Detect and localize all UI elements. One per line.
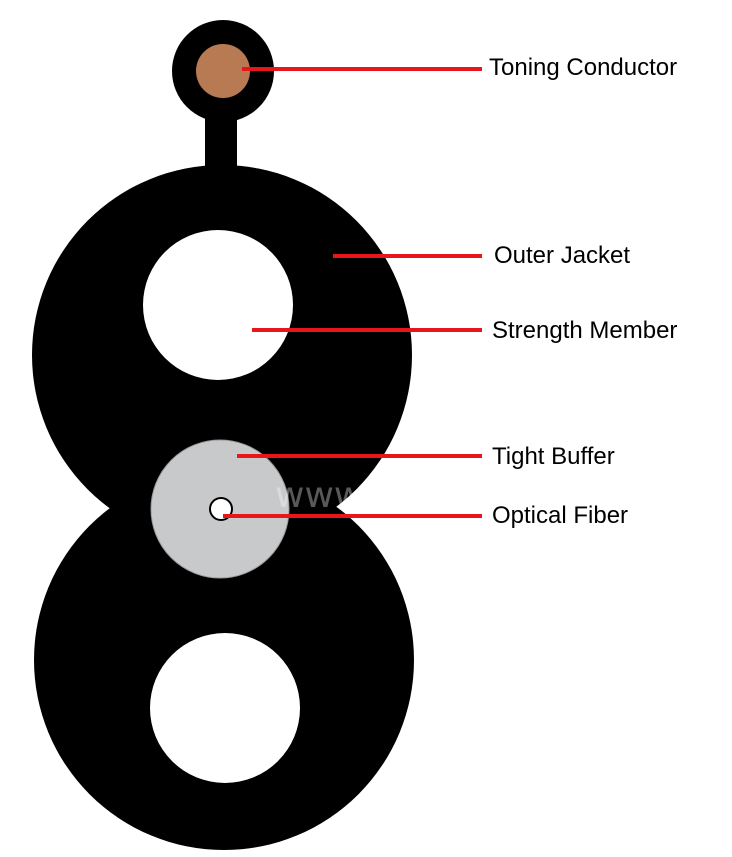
strength-member-lower (150, 633, 300, 783)
toning-conductor (196, 44, 250, 98)
label-toning-conductor: Toning Conductor (489, 54, 677, 81)
label-strength-member: Strength Member (492, 317, 677, 344)
label-optical-fiber: Optical Fiber (492, 502, 628, 529)
label-tight-buffer: Tight Buffer (492, 443, 615, 470)
label-outer-jacket: Outer Jacket (494, 242, 630, 269)
strength-member-upper (143, 230, 293, 380)
watermark-text: www.veivot.com (275, 475, 571, 516)
